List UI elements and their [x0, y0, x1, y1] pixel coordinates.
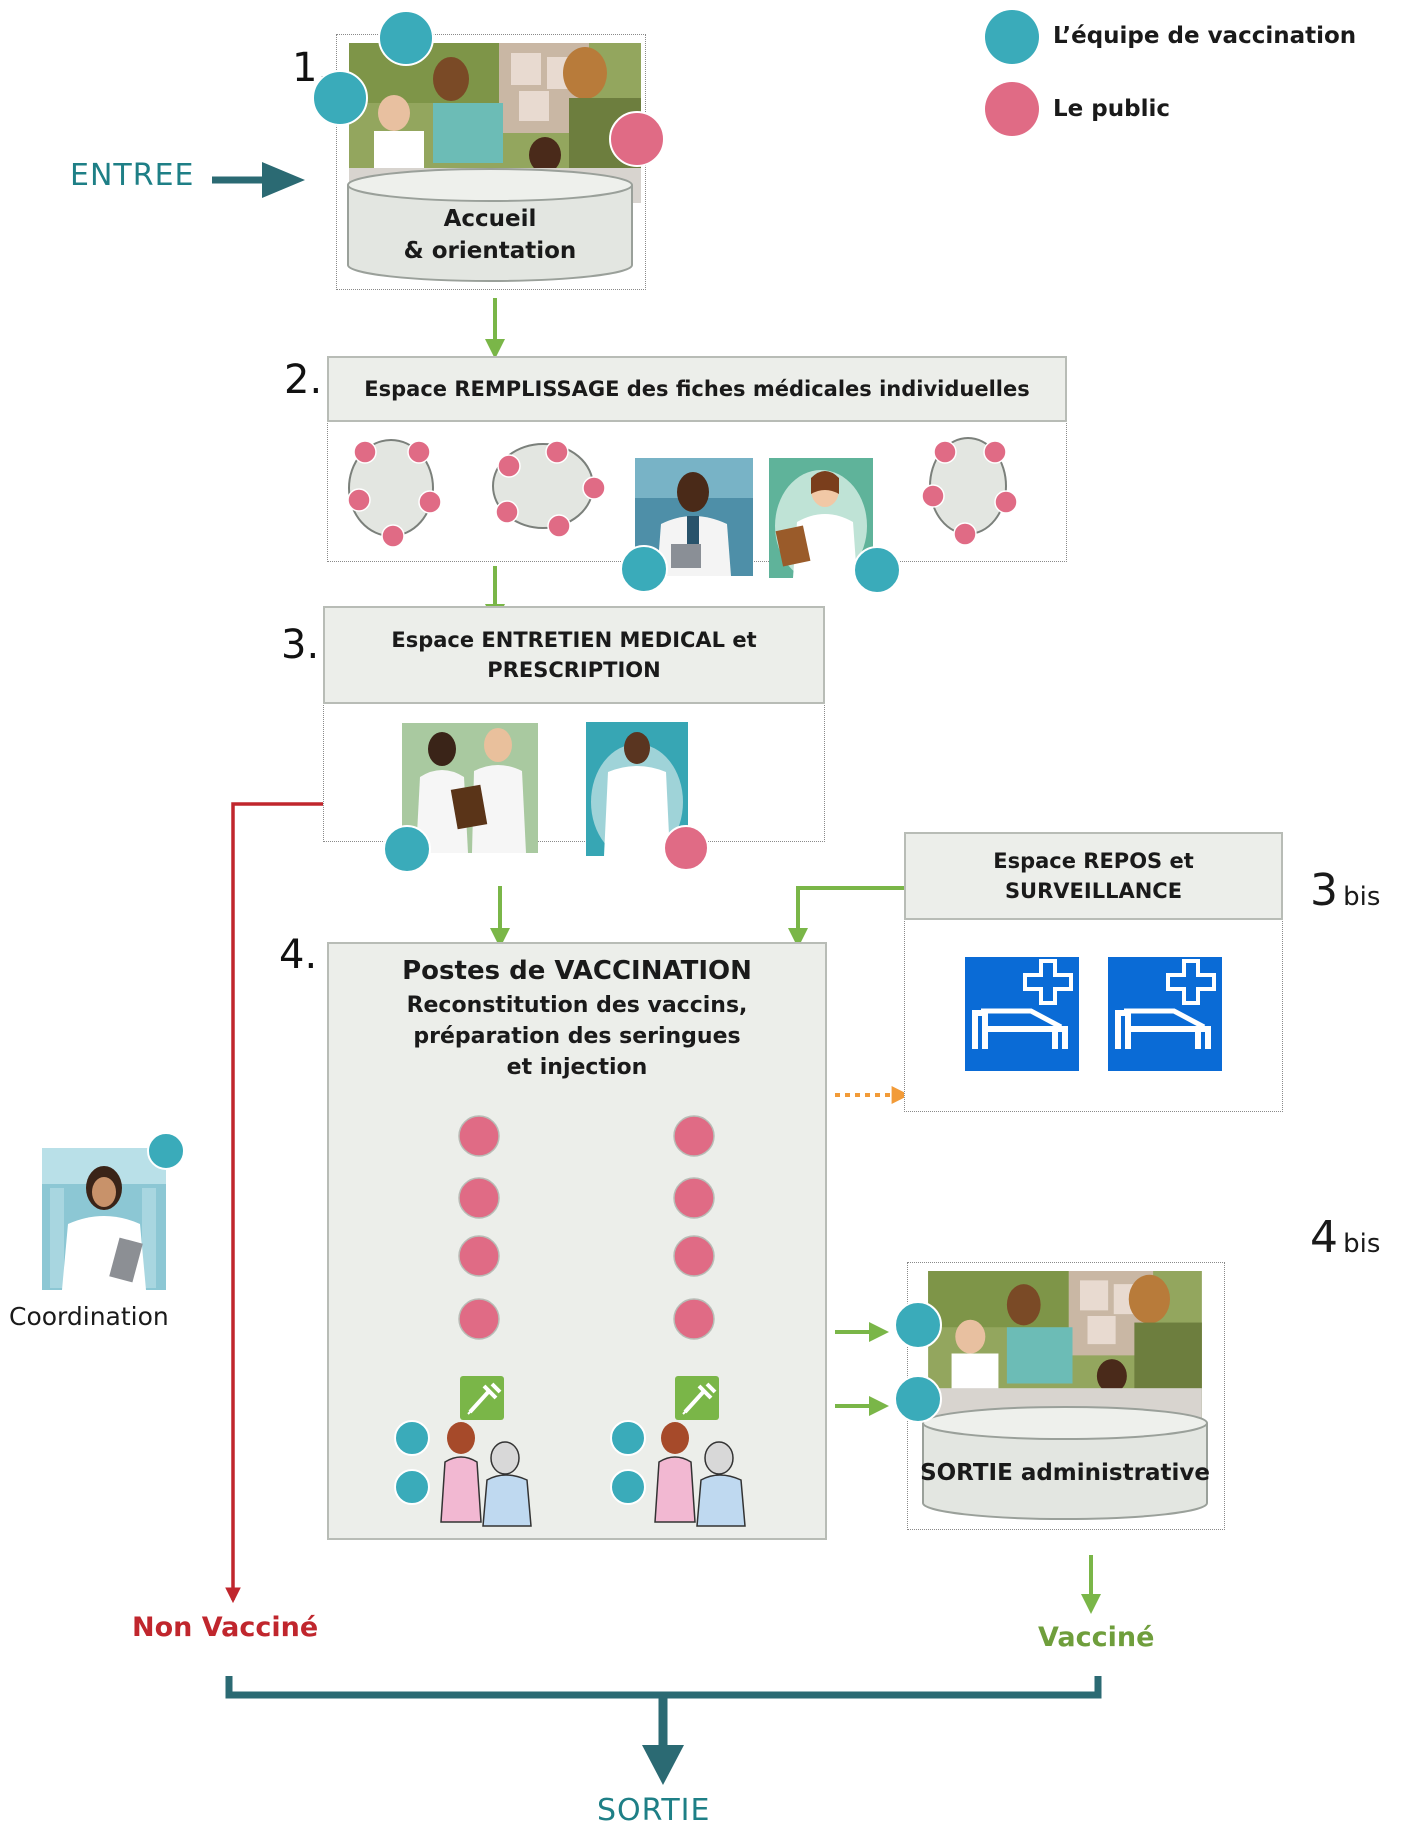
step4bis-team-dot-1 — [894, 1301, 942, 1349]
step4-team-dot — [610, 1420, 646, 1456]
step3-public-dot — [663, 825, 709, 871]
step4bis-team-dot-2 — [894, 1375, 942, 1423]
step4-title: Postes de VACCINATION — [402, 956, 752, 986]
hospital-bed-sign-icon — [961, 953, 1083, 1075]
queue-right — [673, 1115, 715, 1340]
step4-number: 4. — [279, 932, 318, 978]
admin-exit-scene-illustration — [928, 1271, 1202, 1421]
step3bis-number-suffix: bis — [1343, 882, 1381, 912]
step4-title-block: Postes de VACCINATION Reconstitution des… — [327, 952, 827, 1083]
step1-public-dot — [609, 111, 665, 167]
step4-queues — [394, 1115, 746, 1527]
step1-title: Accueil & orientation — [345, 203, 635, 267]
coordinator-illustration — [42, 1148, 166, 1290]
step4-subtitle-line1: Reconstitution des vaccins, — [406, 993, 748, 1018]
admin-desk-cylinder — [922, 1406, 1208, 1520]
legend-team-dot — [985, 10, 1039, 64]
step4-team-dot — [610, 1469, 646, 1505]
coordinator-team-dot — [147, 1132, 185, 1170]
reception-desk-cylinder — [347, 168, 633, 282]
coordination-label: Coordination — [9, 1302, 169, 1331]
legend-public-dot — [985, 82, 1039, 136]
step4bis-number-digit: 4 — [1310, 1212, 1338, 1263]
step4-subtitle-line3: et injection — [506, 1055, 648, 1080]
doctor-male-illustration — [635, 458, 753, 576]
step2-team-dot-2 — [853, 546, 901, 594]
step3-header: Espace ENTRETIEN MEDICAL et PRESCRIPTION — [323, 606, 825, 704]
legend-public-label: Le public — [1053, 96, 1170, 122]
table-group-1 — [347, 439, 442, 548]
step3bis-title-line1: Espace REPOS et — [993, 849, 1194, 873]
table-group-3 — [921, 437, 1018, 546]
legend-team-label: L’équipe de vaccination — [1053, 23, 1357, 49]
step4-team-dot — [394, 1420, 430, 1456]
step4bis-number: 4 bis — [1310, 1212, 1380, 1263]
exit-bracket — [225, 1676, 1102, 1785]
step1-title-line2: & orientation — [403, 238, 577, 264]
step3-number: 3. — [281, 622, 320, 668]
step3-team-dot — [383, 825, 431, 873]
nurse-injecting-illustration — [654, 1422, 746, 1527]
step3-title-line2: PRESCRIPTION — [487, 658, 661, 682]
medical-consult-illustration — [402, 723, 538, 853]
step1-team-dot-1 — [378, 10, 434, 66]
step1-title-line1: Accueil — [443, 206, 537, 232]
vaccinated-label: Vacciné — [1038, 1622, 1155, 1653]
step1-team-dot-2 — [312, 70, 368, 126]
step1-box: Accueil & orientation — [336, 34, 646, 290]
exit-label: SORTIE — [597, 1793, 711, 1828]
step3bis-number-digit: 3 — [1310, 865, 1338, 916]
step2-number: 2. — [284, 357, 323, 403]
not-vaccinated-label: Non Vacciné — [132, 1612, 319, 1643]
step4bis-title: SORTIE administrative — [920, 1460, 1210, 1486]
syringe-icon — [675, 1376, 719, 1420]
table-group-2 — [492, 440, 606, 538]
step3bis-title-line2: SURVEILLANCE — [1004, 879, 1183, 903]
entry-label: ENTREE — [70, 158, 195, 193]
arrow-3bis-to-4 — [788, 886, 913, 948]
step2-tables — [347, 437, 1018, 548]
entry-arrow — [212, 162, 305, 198]
arrow-3-to-not-vaccinated — [225, 802, 325, 1604]
step2-header: Espace REMPLISSAGE des fiches médicales … — [327, 356, 1067, 422]
legend: L’équipe de vaccination Le public — [985, 8, 1405, 138]
step4-team-dot — [394, 1469, 430, 1505]
step3bis-header: Espace REPOS et SURVEILLANCE — [904, 832, 1283, 920]
step4bis-box: SORTIE administrative — [907, 1262, 1225, 1530]
step3-title-line1: Espace ENTRETIEN MEDICAL et — [391, 628, 757, 652]
step4-subtitle-line2: préparation des seringues — [413, 1024, 741, 1049]
syringe-icon — [460, 1376, 504, 1420]
step3bis-number: 3 bis — [1310, 865, 1380, 916]
nurse-injecting-illustration — [440, 1422, 532, 1527]
step2-team-dot-1 — [620, 545, 668, 593]
hospital-bed-sign-icon — [1104, 953, 1226, 1075]
queue-left — [458, 1115, 500, 1340]
step4bis-number-suffix: bis — [1343, 1229, 1381, 1259]
